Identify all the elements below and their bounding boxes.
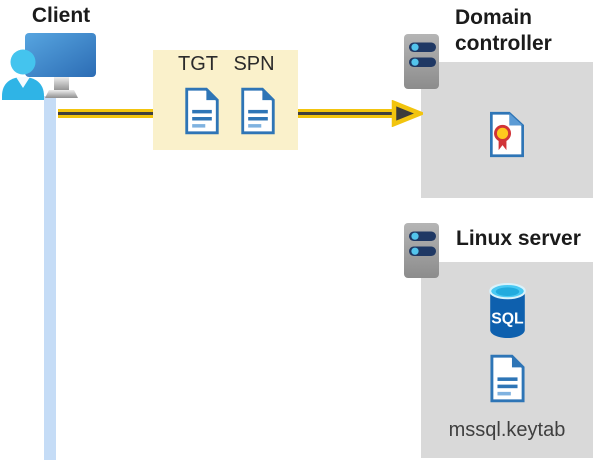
spn-label: SPN [233,53,275,75]
sql-database-icon: SQL [489,283,526,338]
linux-server-icon [404,223,439,278]
domain-controller-server-icon [404,34,439,89]
client-drop-bar [44,96,56,460]
client-workstation-icon [2,33,96,100]
linux-server-title: Linux server [456,227,581,250]
spn-document-icon [241,87,275,135]
keytab-filename-label: mssql.keytab [448,419,566,441]
domain-controller-title: Domain controller [455,6,552,55]
certificate-icon [490,111,524,158]
client-title: Client [31,4,91,27]
sql-badge-text: SQL [491,311,524,328]
request-arrow-head-icon [391,100,423,127]
tgt-label: TGT [178,53,218,75]
tgt-document-icon [185,87,219,135]
keytab-document-icon [490,354,525,403]
